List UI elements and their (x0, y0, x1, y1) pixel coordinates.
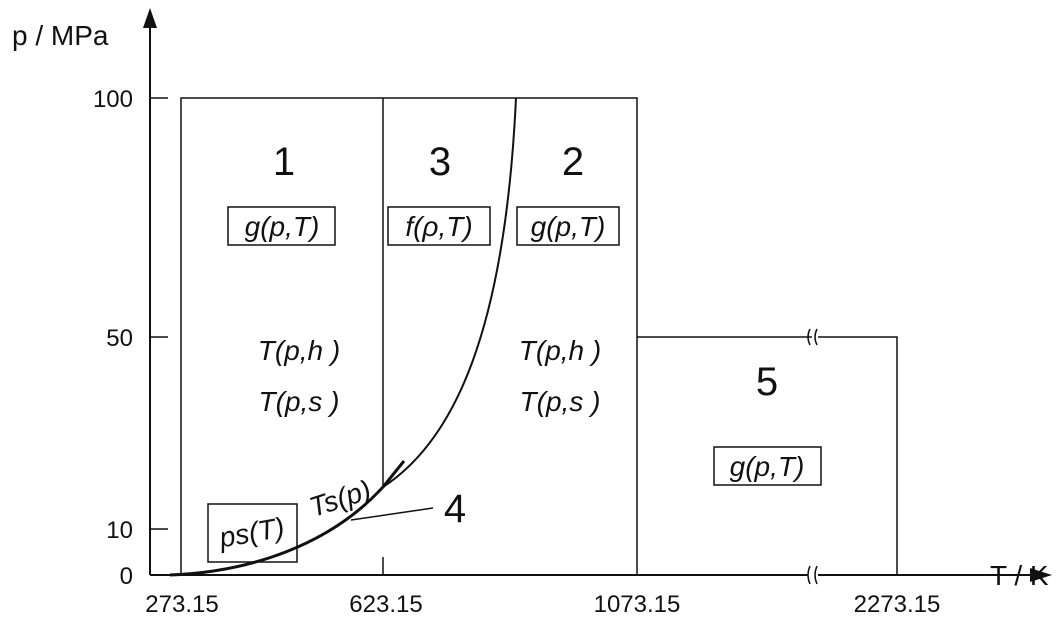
region-3-number: 3 (429, 140, 451, 184)
region-2-eq-box (516, 206, 620, 246)
region-5-eq: g(p,T) (730, 451, 805, 482)
x-tick-label-2273: 2273.15 (854, 591, 941, 618)
axis-break-bottom-icon (807, 565, 818, 585)
saturation-curve (169, 485, 385, 577)
region-4-number: 4 (444, 487, 466, 531)
region-1-inv-s: T(p,s ) (259, 386, 340, 417)
saturation-curve-end (381, 460, 406, 488)
y-tick-label-50: 50 (106, 325, 133, 352)
region-1-eq: g(p,T) (245, 211, 320, 242)
y-tick-label-10: 10 (106, 517, 133, 544)
x-tick-label-1073: 1073.15 (594, 591, 681, 618)
region-2-eq: g(p,T) (531, 211, 606, 242)
boundary-2-3 (382, 97, 517, 488)
x-axis-arrow-icon (1030, 568, 1052, 582)
region-3-eq: f(ρ,T) (405, 211, 472, 242)
region-4-ps-box (207, 503, 298, 563)
region-4-ts-label: Ts(p) (306, 474, 375, 523)
y-tick-label-0: 0 (120, 563, 133, 590)
y-axis-label: p / MPa (12, 20, 109, 51)
region-4-leader (350, 507, 434, 521)
axis-break-top-icon (807, 328, 818, 346)
region-2-inv-h: T(p,h ) (519, 335, 601, 366)
region-2-number: 2 (562, 140, 584, 184)
region-5-boundary-top (637, 336, 898, 575)
region-3-eq-box (387, 206, 491, 246)
x-tick-label-273: 273.15 (145, 591, 218, 618)
region-5-eq-box (713, 446, 822, 486)
region-4-ps-label: ps(T) (216, 512, 287, 554)
region-2-inv-s: T(p,s ) (520, 386, 601, 417)
y-axis-arrow-icon (143, 8, 157, 28)
region-1-number: 1 (273, 140, 295, 184)
region-5-number: 5 (756, 360, 778, 404)
region-1-inv-h: T(p,h ) (258, 335, 340, 366)
x-tick-label-623: 623.15 (349, 591, 422, 618)
region-1-eq-box (227, 206, 336, 246)
x-axis-label: T / K (990, 560, 1049, 591)
y-tick-label-100: 100 (93, 86, 133, 113)
